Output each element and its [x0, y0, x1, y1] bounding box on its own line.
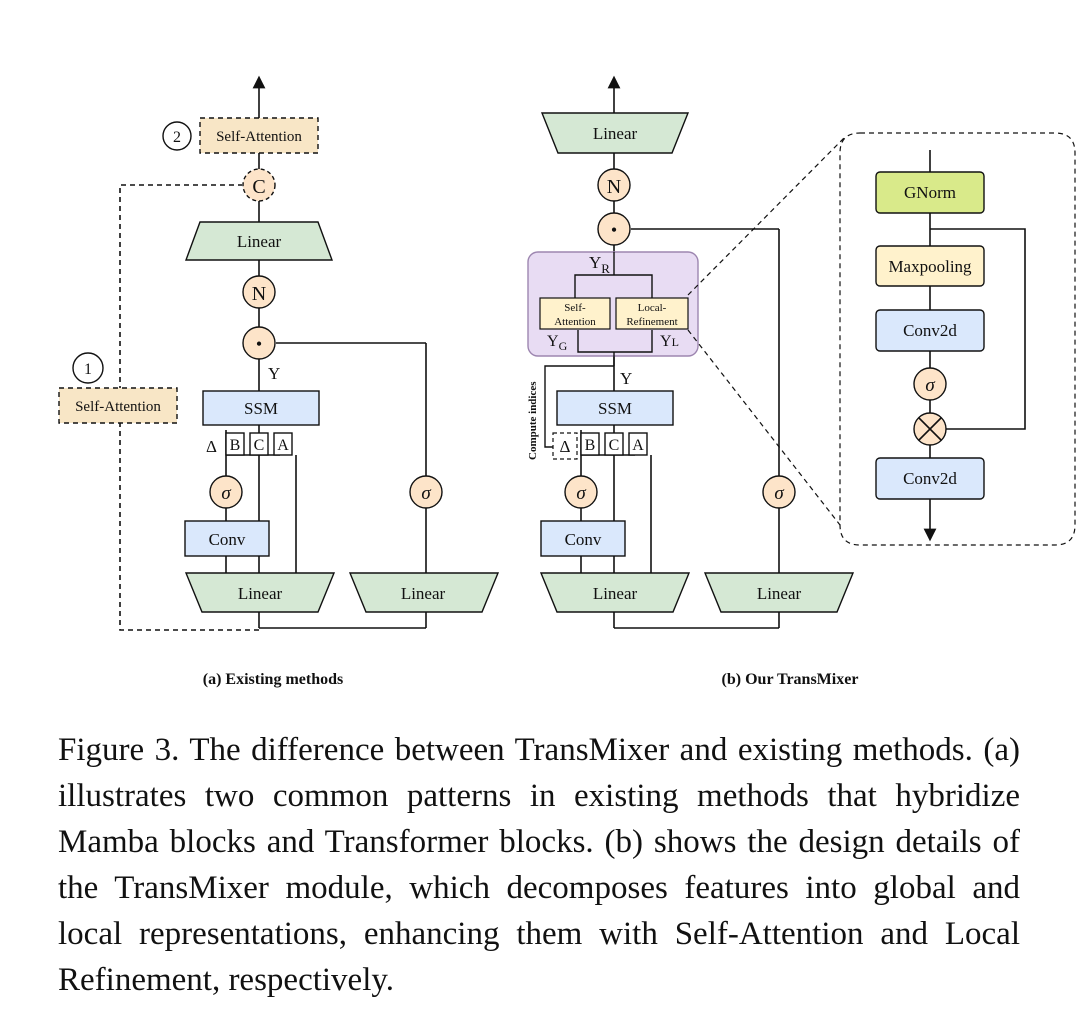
linear-bottom-left-b-label: Linear — [593, 584, 638, 603]
caption-text: The difference between TransMixer and ex… — [58, 732, 1020, 998]
gate-op-b-icon — [597, 212, 631, 246]
yr-label: YR — [589, 253, 610, 276]
linear-top-a — [184, 221, 334, 261]
y-label-a: Y — [268, 364, 280, 383]
delta-label-a: Δ — [206, 437, 217, 456]
self-attention-side-box — [58, 387, 178, 424]
concat-label: C — [252, 176, 265, 198]
a-cell-b — [628, 432, 648, 456]
b-cell-b — [580, 432, 600, 456]
gate-b-label: • — [611, 220, 617, 240]
gnorm-box — [875, 171, 985, 214]
marker-2-icon — [162, 121, 192, 151]
ssm-label-b: SSM — [598, 399, 632, 418]
linear-bottom-left-a — [184, 572, 336, 613]
sigma-left-a-label: σ — [221, 483, 231, 504]
marker-1-label: 1 — [84, 361, 92, 378]
maxpooling-box — [875, 245, 985, 287]
self-attention-top-label: Self-Attention — [216, 129, 302, 145]
conv2d-top-label: Conv2d — [903, 321, 957, 340]
multiply-icon — [913, 412, 947, 446]
conv2d-bottom-box — [875, 457, 985, 500]
gate-label: • — [256, 334, 262, 354]
sigma-right-a-icon — [409, 475, 443, 509]
conv-label-b: Conv — [565, 530, 602, 549]
local-refinement-box — [615, 297, 689, 330]
c-label-a: C — [254, 437, 265, 454]
ssm-box-a — [202, 390, 320, 426]
c-cell-a — [249, 432, 269, 456]
b-label-a: B — [230, 437, 241, 454]
linear-top-a-label: Linear — [237, 232, 282, 251]
conv-box-a — [184, 520, 270, 557]
panel-b-title: (b) Our TransMixer — [722, 671, 859, 688]
linear-bottom-left-a-label: Linear — [238, 584, 283, 603]
gate-op-icon — [242, 326, 276, 360]
yg-label: YG — [547, 333, 568, 353]
local-refinement-line1: Local- — [638, 302, 667, 314]
self-attention-b-line1: Self- — [564, 302, 586, 314]
delta-label-b: Δ — [560, 437, 571, 456]
linear-bottom-right-a — [348, 572, 500, 613]
transmixer-block — [527, 251, 699, 357]
concat-op-icon — [242, 168, 276, 202]
conv-box-b — [540, 520, 626, 557]
linear-bottom-right-b — [703, 572, 855, 613]
sigma-right-a-label: σ — [421, 483, 431, 504]
figure-diagram: Self-Attention 2 C Linear N • Y 1 Self-A… — [58, 75, 1076, 688]
panel-a — [119, 75, 427, 631]
gnorm-label: GNorm — [904, 183, 956, 202]
marker-1-icon — [72, 352, 104, 384]
self-attention-side-label: Self-Attention — [75, 399, 161, 415]
c-cell-b — [604, 432, 624, 456]
norm-label: N — [252, 283, 266, 305]
b-cell-a — [225, 432, 245, 456]
ssm-label-a: SSM — [244, 399, 278, 418]
linear-top-b-label: Linear — [593, 124, 638, 143]
figure-caption: Figure 3. The difference between TransMi… — [58, 727, 1020, 1003]
panel-a-title: (a) Existing methods — [203, 671, 343, 688]
linear-bottom-right-b-label: Linear — [757, 584, 802, 603]
sigma-left-b-label: σ — [576, 483, 586, 504]
conv-label-a: Conv — [209, 530, 246, 549]
norm-b-label: N — [607, 176, 621, 198]
self-attention-top-box — [199, 117, 319, 154]
linear-bottom-left-b — [539, 572, 691, 613]
maxpooling-label: Maxpooling — [888, 257, 972, 276]
a-cell-a — [273, 432, 293, 456]
linear-top-b — [540, 112, 690, 154]
ssm-box-b — [556, 390, 674, 426]
delta-cell-b — [552, 432, 578, 460]
linear-bottom-right-a-label: Linear — [401, 584, 446, 603]
a-label-a: A — [277, 437, 289, 454]
self-attention-b-box — [539, 297, 611, 330]
local-refinement-line2: Refinement — [626, 316, 677, 328]
y-label-b: Y — [620, 369, 632, 388]
norm-op-icon — [242, 275, 276, 309]
compute-indices-label: Compute indices — [527, 381, 539, 460]
caption-label: Figure 3. — [58, 732, 180, 768]
sigma-detail-icon — [913, 367, 947, 401]
marker-2-label: 2 — [173, 129, 181, 146]
sigma-detail-label: σ — [925, 375, 935, 396]
yl-label: YL — [660, 333, 679, 350]
b-label-b: B — [585, 437, 596, 454]
norm-op-b-icon — [597, 168, 631, 202]
conv2d-bottom-label: Conv2d — [903, 469, 957, 488]
sigma-right-b-label: σ — [774, 483, 784, 504]
sigma-right-b-icon — [762, 475, 796, 509]
self-attention-b-line2: Attention — [554, 316, 596, 328]
a-label-b: A — [632, 437, 644, 454]
conv2d-top-box — [875, 309, 985, 352]
c-label-b: C — [609, 437, 620, 454]
